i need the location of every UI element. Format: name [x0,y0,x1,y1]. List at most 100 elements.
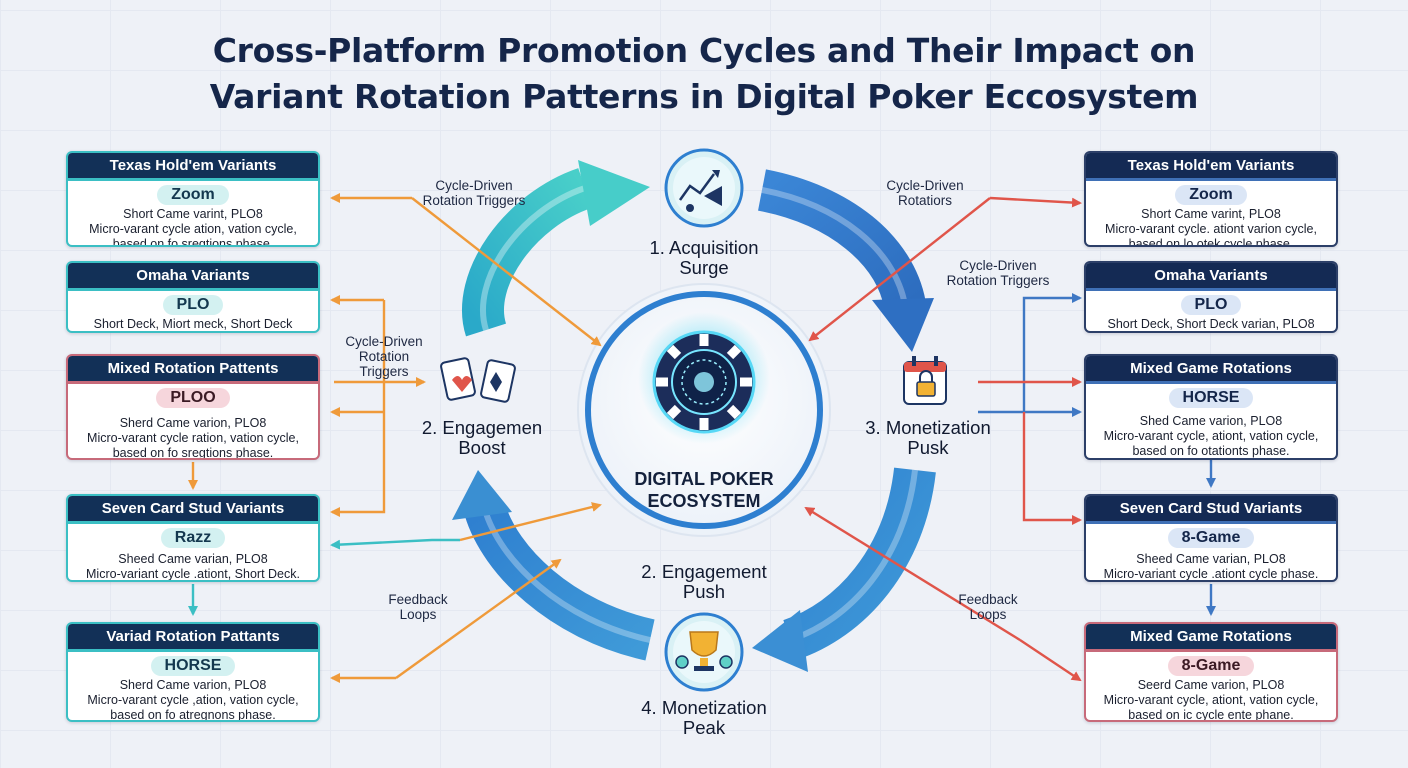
card-title: Omaha Variants [68,263,318,291]
card-title: Omaha Variants [1086,263,1336,291]
card-title: Seven Card Stud Variants [68,496,318,524]
card-title: Mixed Game Rotations [1086,624,1336,652]
card-line: Sheed Came varian, PLO8 [1136,552,1286,566]
center-label: DIGITAL POKER ECOSYSTEM [588,468,820,512]
right-card-texas-holdem: Texas Hold'em Variants Zoom Short Came v… [1084,151,1338,247]
label-line: Rotation Triggers [946,273,1050,288]
left-card-variad-rotation: Variad Rotation Pattants HORSE Sherd Cam… [66,622,320,722]
card-line: Micro-variant cycle .ationt cycle phase. [1103,567,1319,581]
label-line: Cycle-Driven [345,334,423,349]
label-line: Loops [969,607,1007,622]
card-line: Sheed Came varian, PLO8 [118,552,268,566]
cycle-arrow-peak [752,467,936,672]
label-right-top: Cycle-Driven Rotatiors [870,178,980,208]
label-right-mid: Cycle-Driven Rotation Triggers [930,258,1066,288]
left-connectors [188,193,602,683]
stage-label-line: 4. Monetization [641,697,767,718]
stage-engagement-boost: 2. Engagemen Boost [392,418,572,458]
megaphone-growth-icon [664,148,744,228]
card-title: Texas Hold'em Variants [1086,153,1336,181]
card-body: Shed Came varion, PLO8 Micro-varant cycl… [1086,408,1336,458]
stage-label-line: 1. Acquisition [649,237,759,258]
card-line: Sherd Came varion, PLO8 [119,416,267,430]
card-body: Short Deck, Short Deck varian, PLO8 [1086,315,1336,331]
card-line: based on lo otek cycle phase. [1128,237,1294,247]
card-body: Sheed Came varian, PLO8 Micro-variant cy… [1086,548,1336,581]
title-line-2: Variant Rotation Patterns in Digital Pok… [209,77,1199,116]
cycle-arrow-monetization-push [757,169,934,352]
card-line: Micro-varant cycle ,ation, vation cycle, [87,693,299,707]
label-right-bottom: Feedback Loops [930,592,1046,622]
card-body: Sherd Came varion, PLO8 Micro-varant cyc… [68,408,318,460]
label-left-bottom: Feedback Loops [360,592,476,622]
title-line-1: Cross-Platform Promotion Cycles and Thei… [212,31,1196,70]
label-line: Feedback [958,592,1018,607]
card-line: Sherd Came varion, PLO8 [119,678,267,692]
card-line: Shed Came varion, PLO8 [1139,414,1283,428]
card-tag: Zoom [1175,185,1247,205]
right-card-mixed-game-8: Mixed Game Rotations 8-Game Seerd Came v… [1084,622,1338,722]
label-line: Cycle-Driven [886,178,964,193]
poker-chip-icon [652,330,756,434]
label-left-top: Cycle-Driven Rotation Triggers [408,178,540,208]
card-tag: PLOO [156,388,230,408]
center-label-line-2: ECOSYSTEM [647,491,761,511]
stage-monetization-peak: 4. Monetization Peak [604,698,804,738]
right-card-seven-card-stud: Seven Card Stud Variants 8-Game Sheed Ca… [1084,494,1338,582]
card-body: Short Came varint, PLO8 Micro-varant cyc… [68,205,318,245]
card-line: based on fo sregtions phase. [112,446,274,460]
left-card-seven-card-stud: Seven Card Stud Variants Razz Sheed Came… [66,494,320,582]
label-left-mid: Cycle-Driven Rotation Triggers [328,334,440,379]
page-title: Cross-Platform Promotion Cycles and Thei… [0,28,1408,120]
card-title: Mixed Game Rotations [1086,356,1336,384]
card-line: based on fo otationts phase. [1132,444,1290,458]
playing-cards-icon [440,357,516,403]
card-line: Short Came varint, PLO8 [123,207,263,221]
left-card-texas-holdem: Texas Hold'em Variants Zoom Short Came v… [66,151,320,247]
card-line: Micro-varant cycle ration, vation cycle, [87,431,299,445]
label-line: Loops [399,607,437,622]
card-line: Micro-varant cycle, ationt, vation cycle… [1103,429,1319,443]
card-tag: 8-Game [1167,656,1255,676]
left-card-omaha: Omaha Variants PLO Short Deck, Miort mec… [66,261,320,333]
card-body: Short Deck, Miort meck, Short Deck [68,315,318,331]
left-card-mixed-rotation: Mixed Rotation Pattents PLOO Sherd Came … [66,354,320,460]
right-connectors [804,196,1216,682]
card-line: Short Deck, Miort meck, Short Deck [93,317,293,331]
card-line: based on fo atregnons phase. [110,708,276,722]
card-tag: PLO [162,295,224,315]
card-body: Seerd Came varion, PLO8 Micro-varant cyc… [1086,676,1336,722]
calendar-lock-icon [903,356,947,405]
label-line: Rotation Triggers [422,193,526,208]
stage-label-line: 3. Monetization [865,417,991,438]
label-line: Cycle-Driven [435,178,513,193]
stage-label-line: Peak [682,717,726,738]
card-tag: Razz [160,528,226,548]
card-line: based on ic cycle ente phane. [1128,708,1294,722]
stage-label-line: Pusk [907,437,949,458]
center-label-line-1: DIGITAL POKER [634,469,774,489]
card-line: Micro-varant cycle ation, vation cycle, [89,222,297,236]
stage-label-line: 2. Engagemen [421,417,543,438]
trophy-coins-icon [664,612,744,692]
stage-engagement-push: 2. Engagement Push [604,562,804,602]
card-body: Short Came varint, PLO8 Micro-varant cyc… [1086,205,1336,247]
stage-acquisition-surge: 1. Acquisition Surge [604,238,804,278]
card-line: Micro-variant cycle .ationt, Short Deck. [86,567,300,581]
card-body: Sherd Came varion, PLO8 Micro-varant cyc… [68,676,318,722]
stage-label-line: 2. Engagement [641,561,767,582]
stage-label-line: Push [682,581,726,602]
cycle-arrow-engagement [452,470,655,661]
card-body: Sheed Came varian, PLO8 Micro-variant cy… [68,548,318,581]
card-tag: HORSE [150,656,236,676]
card-title: Seven Card Stud Variants [1086,496,1336,524]
card-tag: PLO [1180,295,1242,315]
stage-label-line: Surge [679,257,729,278]
card-tag: 8-Game [1167,528,1255,548]
label-line: Rotation [358,349,410,364]
right-card-omaha: Omaha Variants PLO Short Deck, Short Dec… [1084,261,1338,333]
card-line: Seerd Came varion, PLO8 [1137,678,1285,692]
card-title: Texas Hold'em Variants [68,153,318,181]
stage-monetization-push: 3. Monetization Pusk [838,418,1018,458]
